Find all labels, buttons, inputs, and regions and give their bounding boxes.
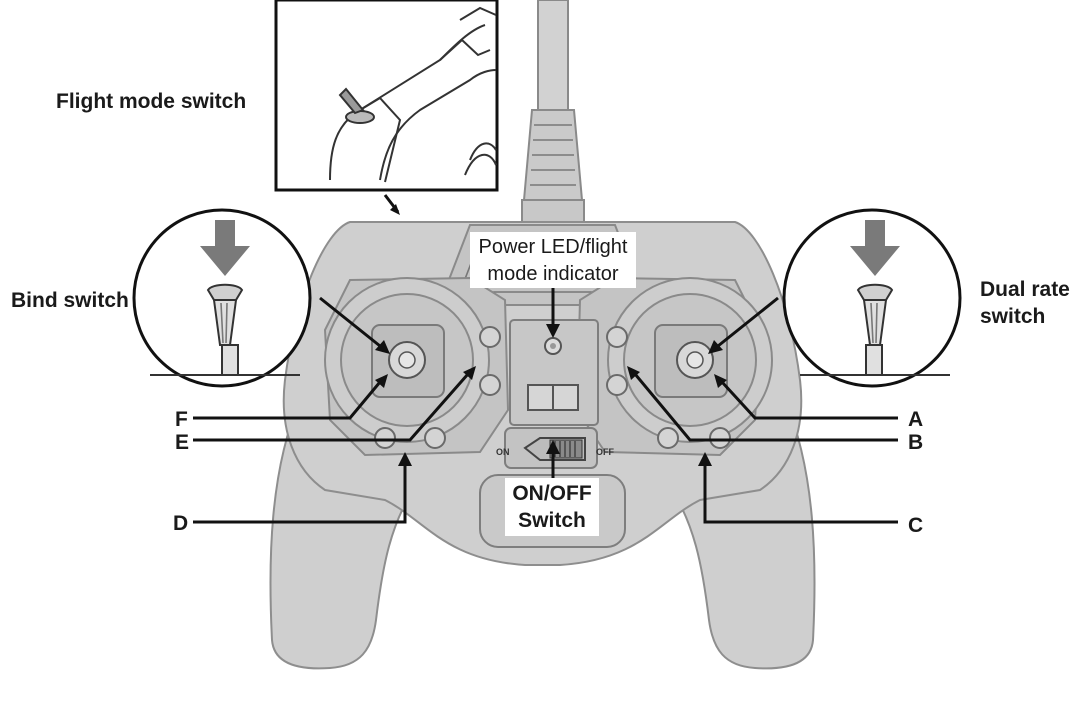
bind-switch-inset [132, 208, 312, 388]
dual-rate-inset [782, 208, 962, 388]
trim-button-d-left [374, 427, 396, 449]
left-stick-housing [323, 276, 510, 457]
trim-button-c-right [709, 427, 731, 449]
dual-rate-down-arrow-icon [850, 220, 900, 276]
trim-button-d-right [424, 427, 446, 449]
trim-button-c-left [657, 427, 679, 449]
trim-button-b-lower [606, 374, 628, 396]
onoff-label-line2: Switch [518, 509, 586, 532]
power-led-label-line1: Power LED/flight [479, 236, 628, 258]
label-a: A [908, 408, 923, 431]
center-panel [509, 319, 599, 426]
label-e: E [175, 431, 189, 454]
trim-button-e-lower [479, 374, 501, 396]
label-c: C [908, 514, 923, 537]
trim-button-b-upper [606, 326, 628, 348]
off-small-label: OFF [596, 447, 614, 457]
trim-button-e-upper [479, 326, 501, 348]
label-d: D [173, 512, 188, 535]
flight-mode-toggle [338, 87, 365, 115]
onoff-label-line1: ON/OFF [512, 482, 591, 505]
bind-switch-label: Bind switch [11, 289, 129, 312]
leader-lines [193, 194, 898, 524]
power-led-label-line2: mode indicator [487, 263, 619, 285]
dual-rate-label-line2: switch [980, 305, 1045, 328]
bind-down-arrow-icon [200, 220, 250, 276]
on-small-label: ON [496, 447, 510, 457]
label-b: B [908, 431, 923, 454]
dual-rate-label-line1: Dual rate [980, 278, 1070, 301]
label-f: F [175, 408, 188, 431]
antenna [521, 0, 585, 223]
flight-mode-inset [274, 0, 499, 192]
right-stick-housing [575, 276, 773, 457]
flight-mode-switch-label: Flight mode switch [56, 90, 246, 113]
